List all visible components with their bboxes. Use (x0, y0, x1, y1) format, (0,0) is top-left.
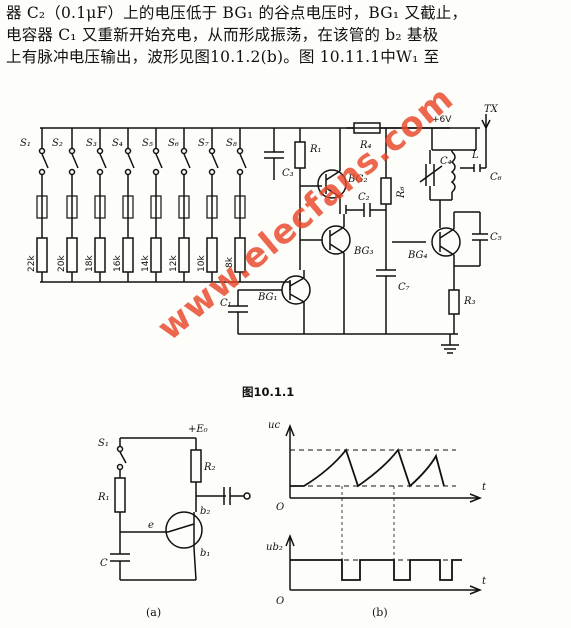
label-c1: C₁ (220, 298, 232, 309)
body-text: 器 C₂（0.1μF）上的电压低于 BG₁ 的谷点电压时，BG₁ 又截止， 电容… (6, 2, 566, 68)
resistor-label-6: 12k (169, 255, 179, 272)
label-a-e: e (148, 520, 154, 531)
label-r6: R₆ (396, 186, 407, 199)
label-a-s1: S₁ (98, 438, 109, 449)
label-a-c: C (100, 558, 108, 569)
label-bg4: BG₄ (407, 250, 428, 261)
label-bg2: BG₂ (347, 174, 368, 185)
label-a-supply: +E₀ (188, 424, 208, 435)
resistor-label-4: 16k (113, 255, 123, 272)
switch-label-s3: S₃ (86, 138, 97, 149)
label-a-r2: R₂ (203, 462, 216, 473)
label-b-t-bottom: t (482, 576, 487, 587)
label-supply-6v: +6V (432, 115, 452, 125)
label-c6: C₆ (490, 172, 502, 183)
switch-label-s8: S₈ (226, 138, 237, 149)
switch-label-s2: S₂ (52, 138, 63, 149)
label-r1: R₁ (309, 144, 322, 155)
resistor-label-8: 8k (225, 256, 235, 268)
label-bg3: BG₃ (353, 246, 374, 257)
label-b-uc: uc (268, 420, 280, 431)
switch-label-s1: S₁ (20, 138, 31, 149)
switch-label-s7: S₇ (198, 138, 209, 149)
label-c5: C₅ (490, 232, 502, 243)
label-a-r1: R₁ (97, 492, 110, 503)
label-c2: C₂ (358, 192, 370, 203)
label-tx: TX (484, 104, 499, 115)
label-r4: R₄ (359, 140, 372, 151)
figure-10-1-1 (36, 114, 491, 354)
text-line-3: 上有脉冲电压输出，波形见图10.1.2(b)。图 10.11.1中W₁ 至 (6, 48, 440, 66)
resistor-label-1: 22k (27, 255, 37, 272)
figure-10-1-2b (285, 423, 483, 595)
figure-caption-main: 图10.1.1 (242, 385, 295, 399)
label-a-b1: b₁ (200, 548, 210, 559)
resistor-label-7: 10k (197, 255, 207, 272)
label-c3: C₃ (282, 168, 294, 179)
label-c4: C₄ (440, 156, 452, 167)
resistor-label-5: 14k (141, 255, 151, 272)
switch-label-s4: S₄ (112, 138, 123, 149)
figure-caption-a: (a) (146, 606, 162, 619)
label-b-ub2: ub₂ (266, 542, 283, 553)
label-b-o-top: O (276, 502, 284, 513)
text-line-2: 电容器 C₁ 又重新开始充电，从而形成振荡，在该管的 b₂ 基极 (6, 26, 439, 44)
label-b-o-bottom: O (276, 596, 284, 607)
resistor-label-2: 20k (57, 255, 67, 272)
resistor-label-3: 18k (85, 255, 95, 272)
label-a-b2: b₂ (200, 506, 210, 517)
label-l: L (471, 150, 479, 161)
label-c7: C₇ (398, 282, 410, 293)
label-r3: R₃ (463, 296, 476, 307)
label-bg1: BG₁ (257, 292, 278, 303)
text-line-1: 器 C₂（0.1μF）上的电压低于 BG₁ 的谷点电压时，BG₁ 又截止， (6, 4, 468, 22)
switch-ladder (36, 128, 247, 282)
switch-label-s6: S₆ (168, 138, 179, 149)
figure-10-1-2a (110, 437, 251, 581)
figure-caption-b: (b) (372, 606, 388, 619)
label-b-t-top: t (482, 482, 487, 493)
switch-label-s5: S₅ (142, 138, 153, 149)
